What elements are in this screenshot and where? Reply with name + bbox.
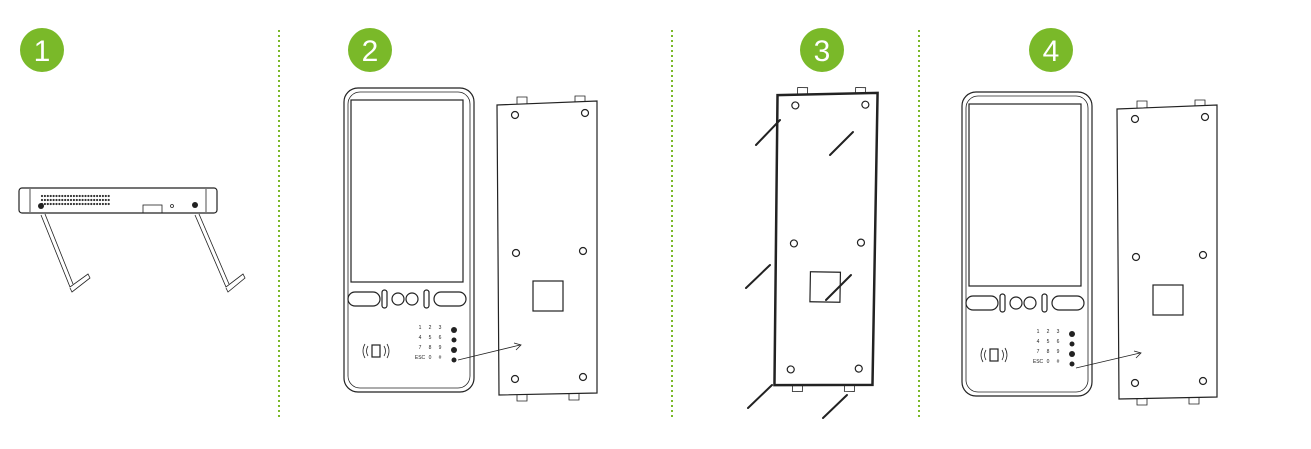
step-3-badge: 3 (800, 28, 844, 72)
keypad-key: 4 (1037, 339, 1040, 345)
keypad-key: 6 (439, 335, 442, 341)
step-1-number: 1 (34, 35, 51, 68)
keypad-key: 1 (419, 325, 422, 331)
device-front-step-2 (343, 87, 475, 393)
keypad-key: 4 (419, 335, 422, 341)
keypad-key: 3 (1057, 329, 1060, 335)
keypad-key: 0 (1047, 359, 1050, 365)
step-2-number: 2 (362, 35, 379, 68)
keypad-key: 5 (1047, 339, 1050, 345)
keypad-key: 5 (429, 335, 432, 341)
screws (745, 119, 854, 419)
keypad-key: ESC (415, 355, 426, 361)
hex-key-left (40, 213, 91, 293)
keypad-key: 1 (1037, 329, 1040, 335)
keypad-key: 9 (1057, 349, 1060, 355)
keypad-key: # (439, 355, 442, 361)
back-plate-step-3 (771, 85, 879, 394)
keypad-key: 3 (439, 325, 442, 331)
keypad-key: # (1057, 359, 1060, 365)
back-plate-step-2 (496, 95, 598, 402)
keypad-key: 7 (1037, 349, 1040, 355)
step-2-badge: 2 (348, 28, 392, 72)
keypad-key: 8 (1047, 349, 1050, 355)
step-3-number: 3 (814, 35, 831, 68)
back-plate-step-4 (1116, 99, 1218, 406)
keypad-key: 0 (429, 355, 432, 361)
device-bottom-view (18, 187, 218, 214)
keypad-key: 2 (429, 325, 432, 331)
keypad-key: ESC (1033, 359, 1044, 365)
keypad-key: 6 (1057, 339, 1060, 345)
arrow-icon (457, 342, 522, 361)
hex-key-right (194, 213, 246, 293)
keypad-key: 9 (439, 345, 442, 351)
device-front-step-4 (961, 91, 1093, 397)
step-1-badge: 1 (20, 28, 64, 72)
keypad-key: 8 (429, 345, 432, 351)
step-4-badge: 4 (1029, 28, 1073, 72)
arrow-icon (1075, 350, 1142, 369)
keypad-key: 2 (1047, 329, 1050, 335)
keypad-key: 7 (419, 345, 422, 351)
step-4-number: 4 (1043, 35, 1060, 68)
